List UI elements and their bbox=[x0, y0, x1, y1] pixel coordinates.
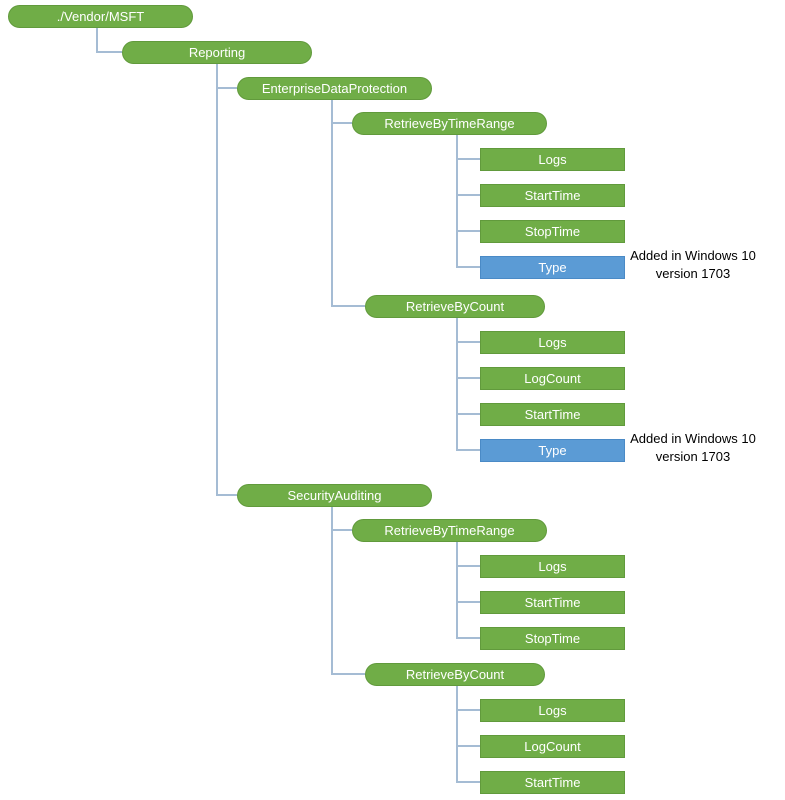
node-edp-retrievebytimerange: RetrieveByTimeRange bbox=[352, 112, 547, 135]
node-vendor-msft: ./Vendor/MSFT bbox=[8, 5, 193, 28]
node-edp-rbc-starttime: StartTime bbox=[480, 403, 625, 426]
annotation-edp-rbc-type: Added in Windows 10 version 1703 bbox=[630, 431, 756, 464]
node-edp-rbtr-stoptime: StopTime bbox=[480, 220, 625, 243]
node-edp-retrievebycount: RetrieveByCount bbox=[365, 295, 545, 318]
connector-sa-rbc-starttime bbox=[456, 685, 480, 783]
connector-reporting-securityauditing bbox=[216, 63, 237, 496]
node-edp-rbc-type: Type bbox=[480, 439, 625, 462]
node-securityauditing: SecurityAuditing bbox=[237, 484, 432, 507]
node-edp-rbc-logs: Logs bbox=[480, 331, 625, 354]
node-sa-rbtr-starttime: StartTime bbox=[480, 591, 625, 614]
connector-edp-rbc-type bbox=[456, 317, 480, 451]
node-sa-rbc-starttime: StartTime bbox=[480, 771, 625, 794]
node-sa-rbtr-stoptime: StopTime bbox=[480, 627, 625, 650]
connector-edp-retrievebycount bbox=[331, 99, 365, 307]
node-enterprisedataprotection: EnterpriseDataProtection bbox=[237, 77, 432, 100]
node-edp-rbtr-logs: Logs bbox=[480, 148, 625, 171]
node-reporting: Reporting bbox=[122, 41, 312, 64]
node-sa-rbc-logcount: LogCount bbox=[480, 735, 625, 758]
node-sa-retrievebycount: RetrieveByCount bbox=[365, 663, 545, 686]
node-sa-rbtr-logs: Logs bbox=[480, 555, 625, 578]
node-edp-rbc-logcount: LogCount bbox=[480, 367, 625, 390]
node-edp-rbtr-type: Type bbox=[480, 256, 625, 279]
node-edp-rbtr-starttime: StartTime bbox=[480, 184, 625, 207]
connector-edp-rbtr-type bbox=[456, 134, 480, 268]
connector-root-reporting bbox=[96, 27, 122, 53]
connector-sa-rbtr-stoptime bbox=[456, 541, 480, 639]
node-sa-retrievebytimerange: RetrieveByTimeRange bbox=[352, 519, 547, 542]
annotation-edp-rbtr-type: Added in Windows 10 version 1703 bbox=[630, 248, 756, 281]
connector-sa-retrievebycount bbox=[331, 506, 365, 675]
node-sa-rbc-logs: Logs bbox=[480, 699, 625, 722]
